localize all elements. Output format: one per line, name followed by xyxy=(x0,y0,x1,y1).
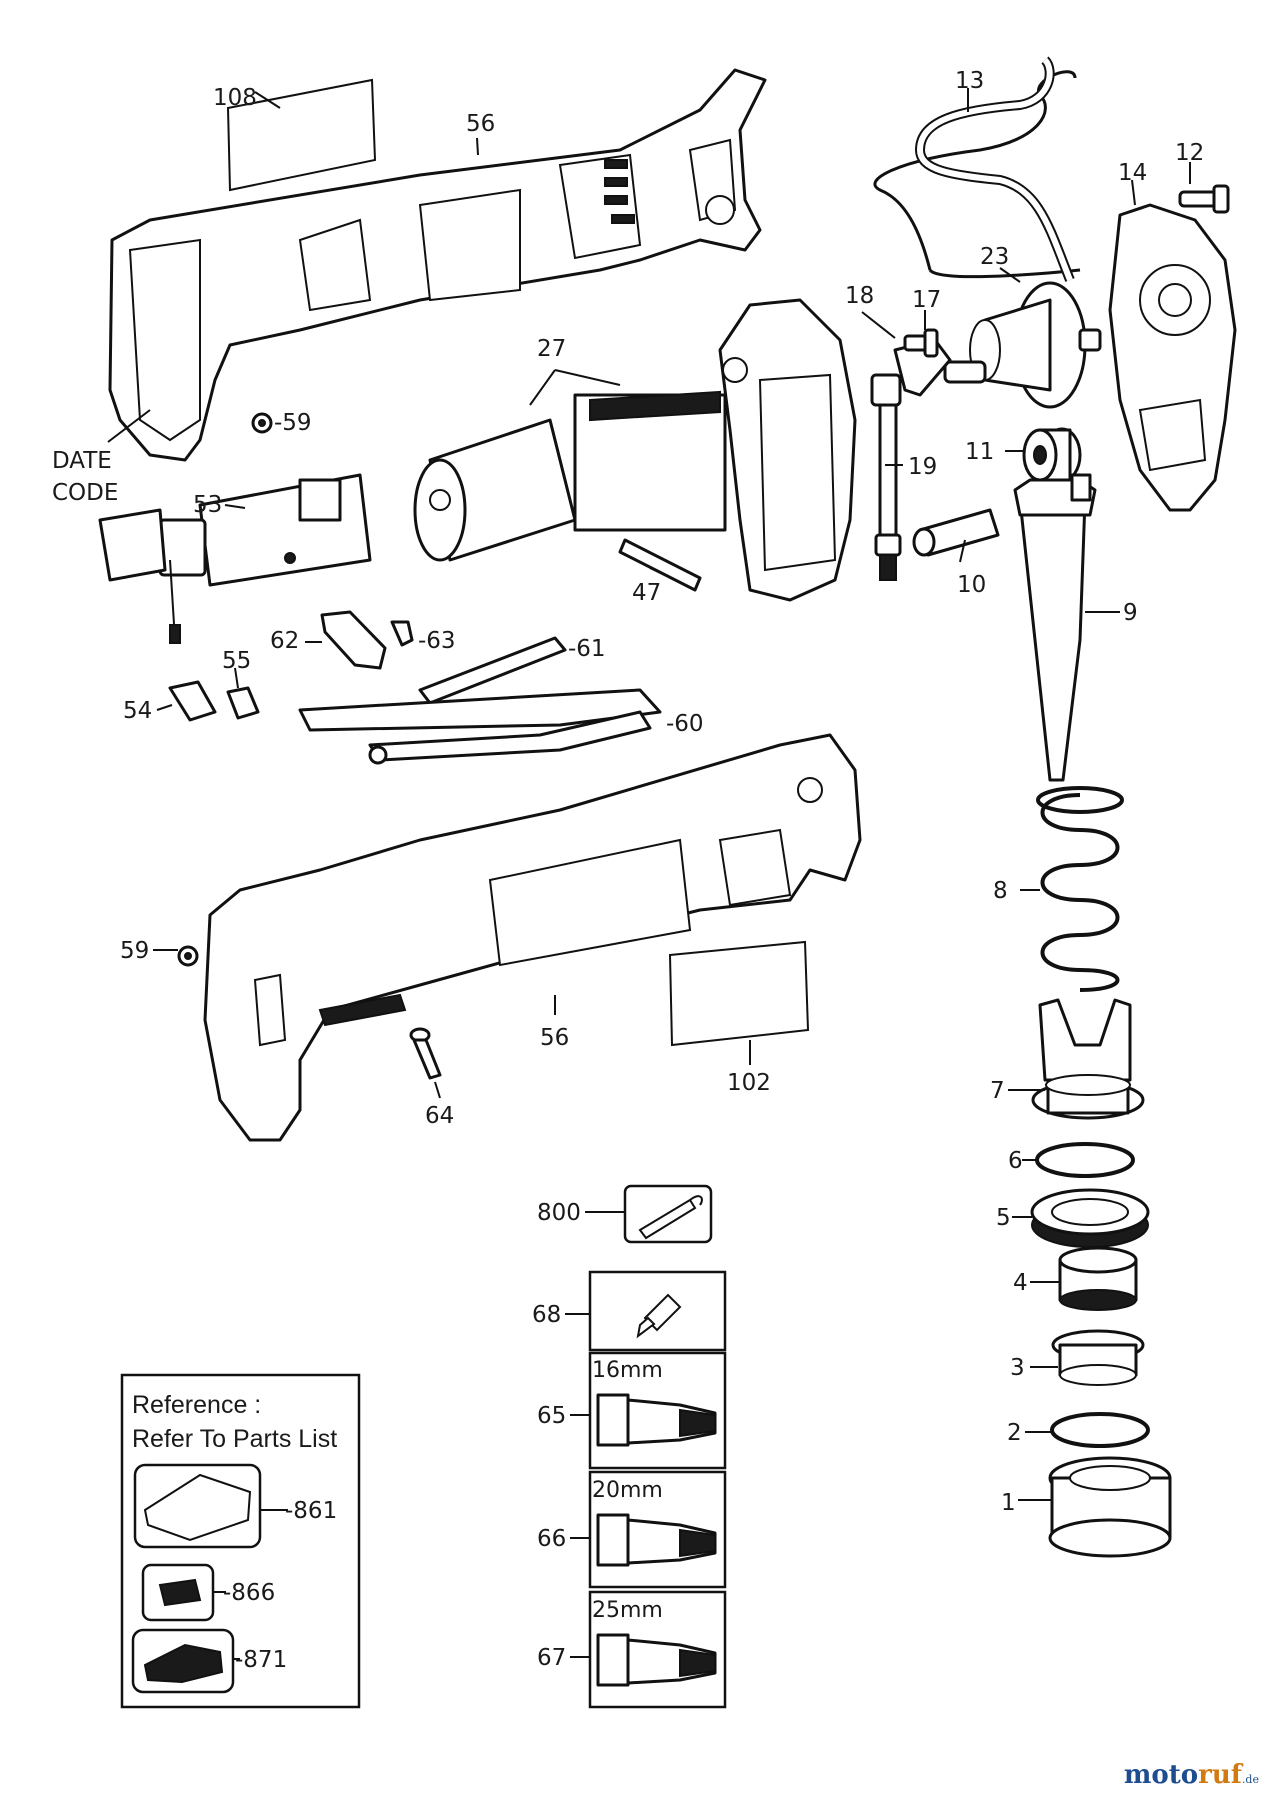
leader-lines xyxy=(107,88,1191,1660)
collar-part-3 xyxy=(1051,1329,1145,1386)
plunger-part-9 xyxy=(1013,473,1097,782)
label-date: DATE xyxy=(52,448,112,474)
lever-part-61 xyxy=(418,636,567,705)
size-20mm: 20mm xyxy=(592,1478,663,1503)
nut-part-4 xyxy=(1058,1246,1138,1311)
pin-part-10 xyxy=(912,508,1000,557)
label-7: 7 xyxy=(990,1078,1005,1104)
pin-part-47 xyxy=(618,538,702,592)
watermark-part-3: .de xyxy=(1241,1773,1259,1786)
label-10: 10 xyxy=(957,572,986,598)
housing-top-part xyxy=(108,68,767,462)
spring-part-8 xyxy=(1040,793,1120,992)
label-68: 68 xyxy=(532,1302,561,1328)
button-part-55 xyxy=(226,686,260,720)
label-card-102 xyxy=(668,940,810,1047)
label-6: 6 xyxy=(1008,1148,1023,1174)
trigger-part-62 xyxy=(320,610,387,670)
label-47: 47 xyxy=(632,580,661,606)
nut-part-59a xyxy=(251,412,273,434)
ring-part-2 xyxy=(1050,1412,1150,1448)
rod-part-13 xyxy=(873,70,1081,279)
spring-top-ring xyxy=(1036,786,1124,814)
label-9: 9 xyxy=(1123,600,1138,626)
label-1: 1 xyxy=(1001,1490,1016,1516)
watermark-part-2: ruf xyxy=(1198,1760,1242,1790)
screw-part-12 xyxy=(1178,184,1230,214)
label-861: -861 xyxy=(285,1498,337,1524)
label-27: 27 xyxy=(537,336,566,362)
bit-icon-66 xyxy=(596,1513,717,1567)
label-59-bottom: 59 xyxy=(120,938,149,964)
label-3: 3 xyxy=(1010,1355,1025,1381)
label-56-bottom: 56 xyxy=(540,1025,569,1051)
guard-part-7 xyxy=(1031,998,1145,1120)
size-25mm: 25mm xyxy=(592,1598,663,1623)
watermark-logo: motoruf.de xyxy=(1124,1760,1259,1790)
housing-bottom-part xyxy=(203,733,862,1142)
label-56-top: 56 xyxy=(466,111,495,137)
gear-case-part-14 xyxy=(1108,203,1237,512)
label-866: -866 xyxy=(223,1580,275,1606)
switch-part-53 xyxy=(98,473,372,644)
label-17: 17 xyxy=(912,287,941,313)
charger-icon xyxy=(143,1643,224,1684)
label-64: 64 xyxy=(425,1103,454,1129)
label-4: 4 xyxy=(1013,1270,1028,1296)
label-23: 23 xyxy=(980,244,1009,270)
label-14: 14 xyxy=(1118,160,1147,186)
label-67: 67 xyxy=(537,1645,566,1671)
grease-tube-icon xyxy=(636,1293,682,1339)
bit-icon-67 xyxy=(596,1633,717,1687)
label-53: 53 xyxy=(193,492,222,518)
label-59-top: -59 xyxy=(274,410,312,436)
ring-part-6 xyxy=(1035,1142,1135,1178)
bushing-part-11 xyxy=(1022,427,1082,483)
nut-part-59b xyxy=(177,945,199,967)
label-871: -871 xyxy=(235,1647,287,1673)
label-5: 5 xyxy=(996,1205,1011,1231)
label-19: 19 xyxy=(908,454,937,480)
plate-part-54 xyxy=(168,680,217,722)
crank-gear-part-23 xyxy=(943,281,1102,409)
reference-subtitle: Refer To Parts List xyxy=(132,1425,337,1453)
screw-part-64 xyxy=(409,1027,442,1080)
tool-icon-800 xyxy=(638,1195,703,1240)
spring-part-63 xyxy=(390,620,414,647)
reference-title: Reference : xyxy=(132,1391,261,1419)
label-55: 55 xyxy=(222,648,251,674)
label-8: 8 xyxy=(993,878,1008,904)
battery-icon xyxy=(158,1578,202,1607)
label-13: 13 xyxy=(955,68,984,94)
label-12: 12 xyxy=(1175,140,1204,166)
shaft-part-19 xyxy=(870,373,902,581)
label-2: 2 xyxy=(1007,1420,1022,1446)
label-108: 108 xyxy=(213,85,257,111)
label-54: 54 xyxy=(123,698,152,724)
label-62: 62 xyxy=(270,628,299,654)
size-16mm: 16mm xyxy=(592,1358,663,1383)
label-18: 18 xyxy=(845,283,874,309)
label-800: 800 xyxy=(537,1200,581,1226)
label-65: 65 xyxy=(537,1403,566,1429)
ring-part-5 xyxy=(1030,1188,1150,1248)
motor-part-27 xyxy=(413,298,857,602)
label-11: 11 xyxy=(965,439,994,465)
label-60: -60 xyxy=(666,711,704,737)
watermark-part-1: moto xyxy=(1123,1760,1199,1790)
slider-part-60 xyxy=(298,688,662,765)
bit-icon-65 xyxy=(596,1393,717,1447)
label-code: CODE xyxy=(52,480,118,506)
screw-part-17 xyxy=(903,328,939,358)
label-63: -63 xyxy=(418,628,456,654)
label-card-108 xyxy=(226,78,377,192)
case-icon xyxy=(143,1473,252,1542)
label-66: 66 xyxy=(537,1526,566,1552)
label-102: 102 xyxy=(727,1070,771,1096)
housing-part-1 xyxy=(1048,1456,1172,1558)
label-61: -61 xyxy=(568,636,606,662)
